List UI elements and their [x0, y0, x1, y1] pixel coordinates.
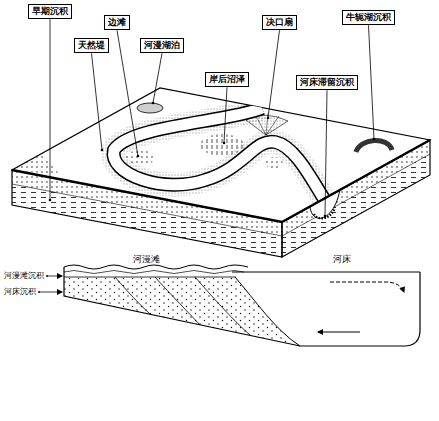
channel-lag: [314, 208, 335, 218]
box-label: 岸后沼泽: [209, 74, 245, 84]
pointer-arrow: [39, 292, 62, 293]
river-bank: [114, 108, 324, 199]
leader-lines: [38, 19, 375, 293]
leader-dot: [324, 215, 327, 218]
point-bar: [126, 150, 154, 166]
accretion-surface: [155, 277, 200, 325]
point-bar: [265, 157, 283, 169]
label-box: 河床滞留沉积: [296, 75, 358, 90]
label-box: 牛轭湖沉积: [342, 10, 395, 25]
leader-line: [92, 53, 103, 150]
leader-dot: [152, 102, 155, 105]
floodplain-base: [64, 277, 236, 278]
section-label: 河漫滩沉积: [4, 271, 44, 281]
natural-levee: [114, 108, 324, 199]
label-box: 早期沉积: [28, 4, 72, 19]
accretion-surface: [195, 277, 250, 335]
leader-line: [325, 90, 327, 216]
leader-line: [268, 30, 280, 118]
oxbow-lake: [356, 140, 392, 152]
leader-dot: [49, 199, 52, 202]
leader-line: [369, 25, 375, 139]
section-label: 河床沉积: [4, 287, 36, 297]
floodplain-layer: [64, 271, 244, 274]
box-label: 早期沉积: [32, 6, 68, 16]
section-label: 河漫滩: [133, 254, 160, 265]
section-label: 河床: [333, 254, 351, 265]
channel-base: [64, 267, 420, 346]
flow-arrow: [330, 282, 404, 292]
pointer-arrow: [47, 276, 62, 277]
leader-dot: [137, 155, 140, 158]
box-label: 河漫湖泊: [144, 40, 180, 50]
flow-arrow: [318, 332, 360, 333]
box-label: 天然堤: [78, 40, 105, 50]
point-bar-surface: [235, 277, 300, 346]
label-box: 河漫湖泊: [140, 38, 184, 53]
accretion-surface: [115, 277, 150, 314]
floodplain-top: [64, 265, 248, 269]
water-surface: [232, 272, 420, 273]
leader-dot: [373, 138, 376, 141]
label-box: 天然堤: [74, 38, 109, 53]
label-box: 决口扇: [262, 15, 297, 30]
box-label: 河床滞留沉积: [300, 77, 354, 87]
leader-dot: [101, 149, 104, 152]
river-channel: [114, 108, 324, 199]
front-edge: [12, 140, 430, 222]
label-box: 边滩: [104, 15, 130, 30]
leader-line: [153, 53, 162, 103]
box-label: 边滩: [108, 17, 126, 27]
top-surface: [12, 88, 430, 222]
box-label: 决口扇: [266, 17, 293, 27]
bed-dots: [64, 277, 300, 346]
box-label: 牛轭湖沉积: [346, 12, 391, 22]
leader-dot: [223, 142, 226, 145]
leader-line: [224, 87, 227, 143]
floodplain-lake: [137, 103, 163, 113]
leader-dot: [267, 117, 270, 120]
label-box: 岸后沼泽: [205, 72, 249, 87]
leader-line: [50, 19, 51, 200]
leader-line: [117, 30, 138, 156]
